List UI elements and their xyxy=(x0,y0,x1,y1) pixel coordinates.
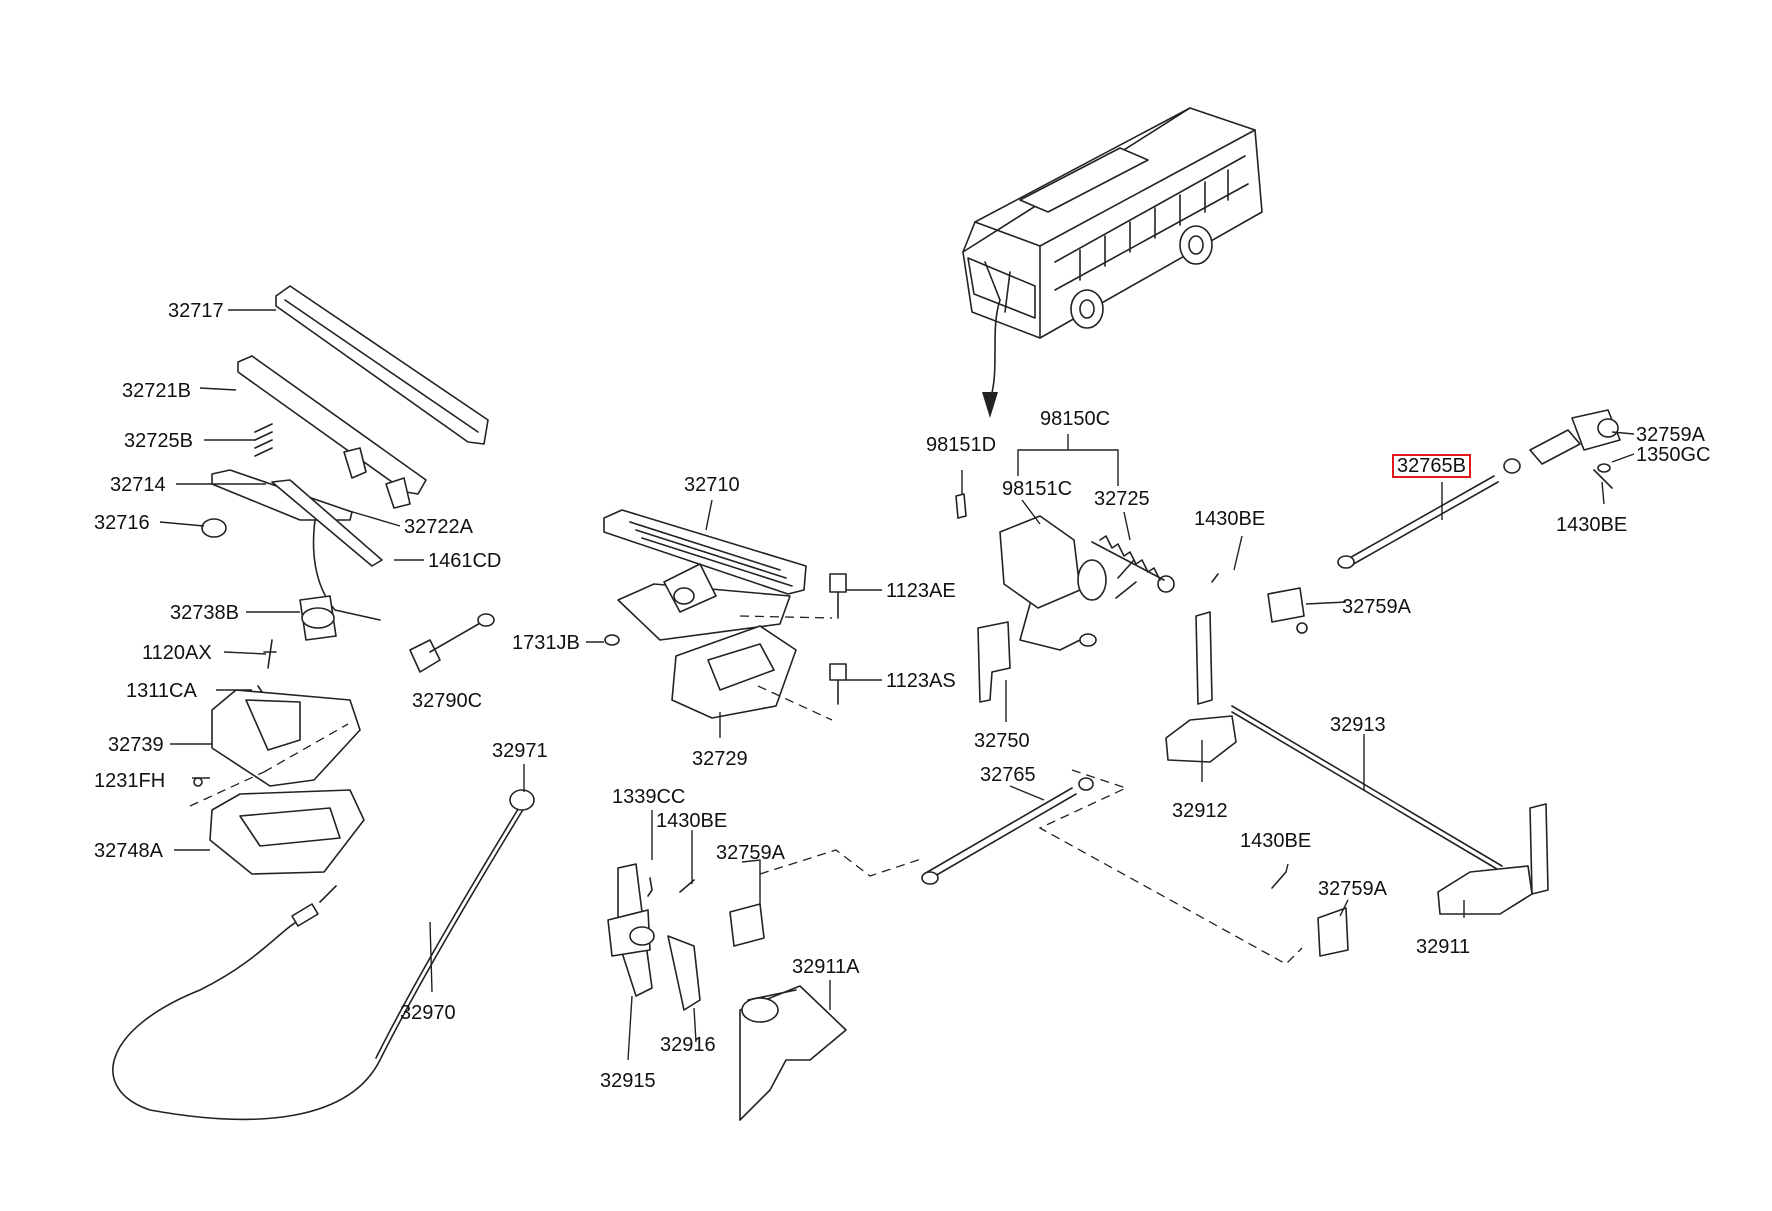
part-label-1339cc[interactable]: 1339CC xyxy=(612,786,686,808)
part-label-32722a[interactable]: 32722A xyxy=(404,516,473,538)
part-label-32721b[interactable]: 32721B xyxy=(122,380,191,402)
part-label-32716[interactable]: 32716 xyxy=(94,512,150,534)
part-label-32739[interactable]: 32739 xyxy=(108,734,164,756)
part-label-32738b[interactable]: 32738B xyxy=(170,602,239,624)
pedal-32710 xyxy=(603,509,847,719)
part-label-1120ax[interactable]: 1120AX xyxy=(142,642,212,664)
accelerator-pedal-assembly xyxy=(193,285,489,875)
part-label-32729[interactable]: 32729 xyxy=(692,748,748,770)
link-32790c xyxy=(409,613,495,673)
part-label-32915[interactable]: 32915 xyxy=(600,1070,656,1092)
leader-lines xyxy=(159,309,1635,1061)
part-label-1430be-center[interactable]: 1430BE xyxy=(1194,508,1266,530)
part-label-1731jb[interactable]: 1731JB xyxy=(512,632,580,654)
part-label-98151c[interactable]: 98151C xyxy=(1002,478,1073,500)
part-label-32765[interactable]: 32765 xyxy=(980,764,1036,786)
part-label-32759a-top[interactable]: 32759A xyxy=(1636,424,1705,446)
part-label-32916[interactable]: 32916 xyxy=(660,1034,716,1056)
part-label-32750[interactable]: 32750 xyxy=(974,730,1030,752)
part-label-1231fh[interactable]: 1231FH xyxy=(94,770,166,792)
part-label-32765b-highlighted[interactable]: 32765B xyxy=(1392,454,1471,478)
part-label-32790c[interactable]: 32790C xyxy=(412,690,483,712)
part-label-1430be-left[interactable]: 1430BE xyxy=(656,810,728,832)
bus-illustration xyxy=(962,107,1263,418)
linkage-levers xyxy=(607,777,1349,1121)
part-label-32725[interactable]: 32725 xyxy=(1094,488,1150,510)
part-label-32717[interactable]: 32717 xyxy=(168,300,224,322)
part-label-32759a-lower[interactable]: 32759A xyxy=(1318,878,1387,900)
rod-32765b-assembly xyxy=(1211,409,1621,634)
part-label-1350gc[interactable]: 1350GC xyxy=(1636,444,1711,466)
cable-32970 xyxy=(112,789,535,1121)
part-label-1311ca[interactable]: 1311CA xyxy=(126,680,197,702)
part-label-98151d[interactable]: 98151D xyxy=(926,434,997,456)
part-label-98150c[interactable]: 98150C xyxy=(1040,408,1111,430)
dashed-references xyxy=(189,615,1303,965)
part-label-32912[interactable]: 32912 xyxy=(1172,800,1228,822)
actuator-98150c xyxy=(955,493,1175,703)
part-label-32725b[interactable]: 32725B xyxy=(124,430,193,452)
part-label-1123ae[interactable]: 1123AE xyxy=(886,580,956,602)
part-label-1123as[interactable]: 1123AS xyxy=(886,670,956,692)
part-label-32714[interactable]: 32714 xyxy=(110,474,166,496)
part-label-1430be-lower[interactable]: 1430BE xyxy=(1240,830,1312,852)
part-label-32913[interactable]: 32913 xyxy=(1330,714,1386,736)
part-label-32971[interactable]: 32971 xyxy=(492,740,548,762)
part-label-1430be-right[interactable]: 1430BE xyxy=(1556,514,1628,536)
part-label-32970[interactable]: 32970 xyxy=(400,1002,456,1024)
part-label-32911a[interactable]: 32911A xyxy=(792,956,860,978)
part-label-32748a[interactable]: 32748A xyxy=(94,840,163,862)
part-label-32759a-left[interactable]: 32759A xyxy=(716,842,785,864)
cross-shaft-32913 xyxy=(1115,559,1549,915)
part-label-32911[interactable]: 32911 xyxy=(1416,936,1471,958)
part-label-32759a-mid[interactable]: 32759A xyxy=(1342,596,1411,618)
part-label-32710[interactable]: 32710 xyxy=(684,474,740,496)
part-label-1461cd[interactable]: 1461CD xyxy=(428,550,502,572)
